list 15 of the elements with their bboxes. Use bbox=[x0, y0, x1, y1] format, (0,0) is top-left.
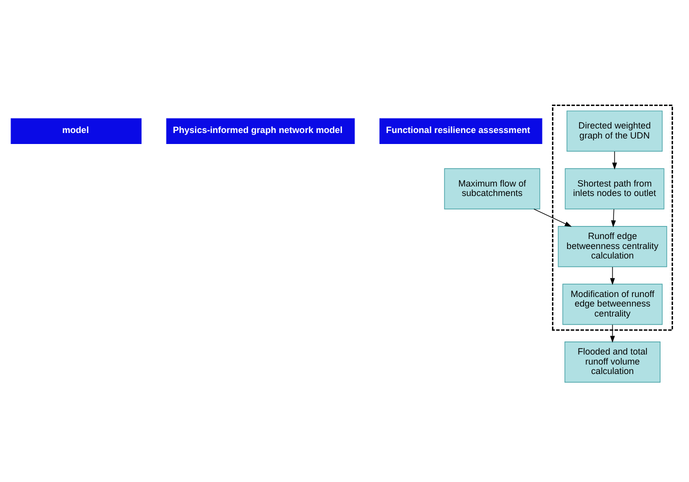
arrow bbox=[610, 324, 615, 343]
node-box: Directed weighted graph of the UDN bbox=[566, 110, 663, 152]
node-box: Flooded and total runoff volume calculation bbox=[564, 342, 660, 383]
node-box: Runoff edge betweenness centrality calculation bbox=[558, 226, 668, 268]
arrow bbox=[611, 208, 616, 228]
node-box: Maximum flow of subcatchments bbox=[444, 168, 540, 210]
arrow bbox=[612, 151, 618, 170]
arrow bbox=[534, 208, 572, 227]
node-box: model bbox=[10, 118, 142, 144]
node-box: Physics-informed graph network model bbox=[166, 118, 355, 144]
node-box: Functional resilience assessment bbox=[379, 118, 542, 144]
cluster bbox=[552, 104, 674, 331]
arrow bbox=[610, 266, 615, 286]
node-box: Modification of runoff edge betweenness centrality bbox=[562, 284, 663, 325]
node-box: Shortest path from inlets nodes to outlet bbox=[564, 168, 664, 210]
